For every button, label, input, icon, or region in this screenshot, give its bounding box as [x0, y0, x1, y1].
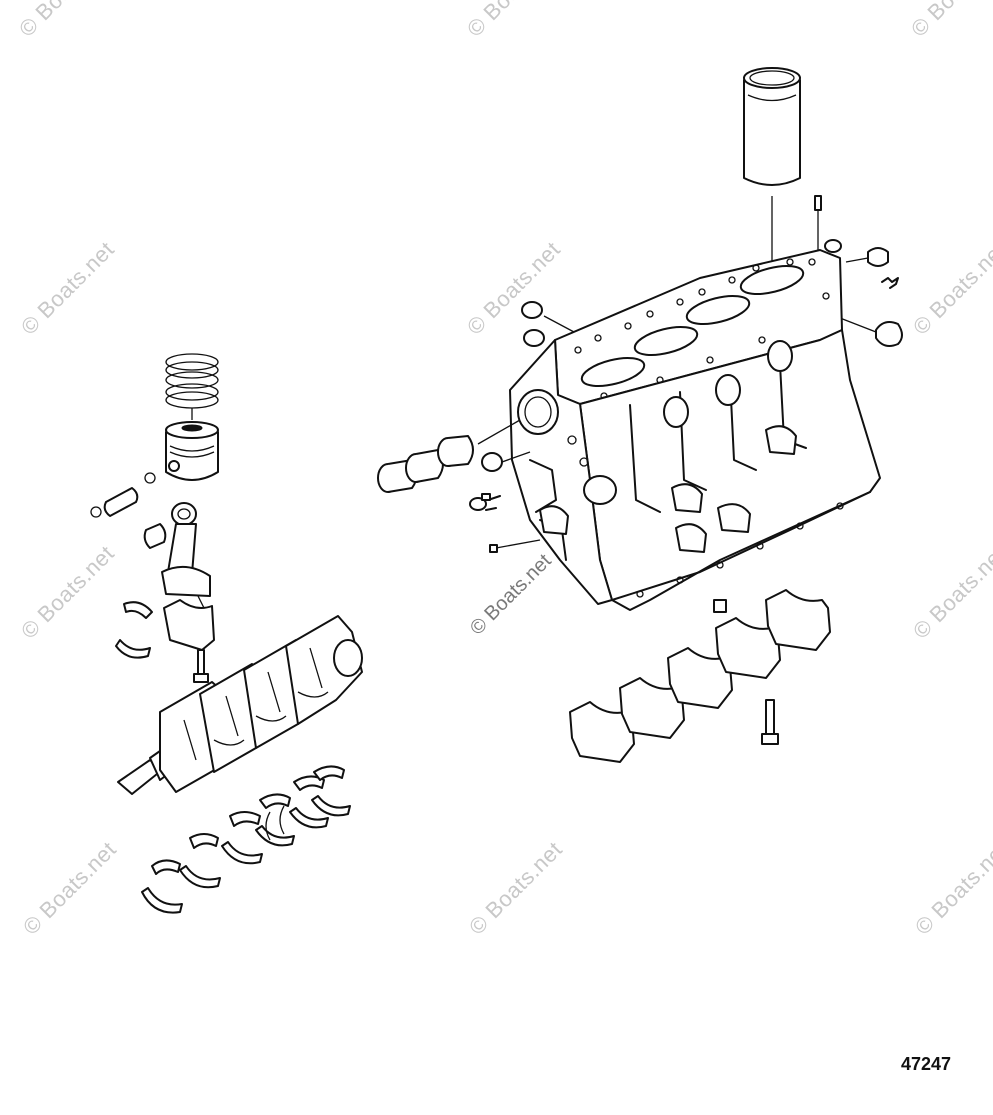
connecting-rod-bolt — [193, 649, 209, 683]
snap-ring — [90, 472, 156, 518]
leader-lines — [191, 408, 205, 609]
cylinder-block — [489, 249, 881, 611]
camshaft-bushing — [377, 419, 521, 493]
core-plug — [481, 301, 575, 472]
thrust-washer — [265, 805, 285, 841]
connecting-rod-bushing — [143, 523, 167, 549]
connecting-rod-bearing — [115, 599, 215, 659]
dowel-pin — [814, 195, 822, 258]
piston-pin — [103, 487, 139, 517]
core-plug — [824, 239, 903, 347]
dowel-pin — [469, 493, 501, 511]
piston-ring-set — [165, 353, 219, 409]
connecting-rod — [161, 502, 211, 597]
main-bearing — [141, 765, 351, 914]
cylinder-liner — [743, 67, 801, 262]
crankshaft — [117, 615, 363, 795]
main-bearing-cap-bolt — [713, 599, 779, 745]
main-bearing-cap — [569, 589, 831, 763]
piston — [165, 421, 219, 481]
figure-number: 47247 — [900, 1054, 951, 1074]
